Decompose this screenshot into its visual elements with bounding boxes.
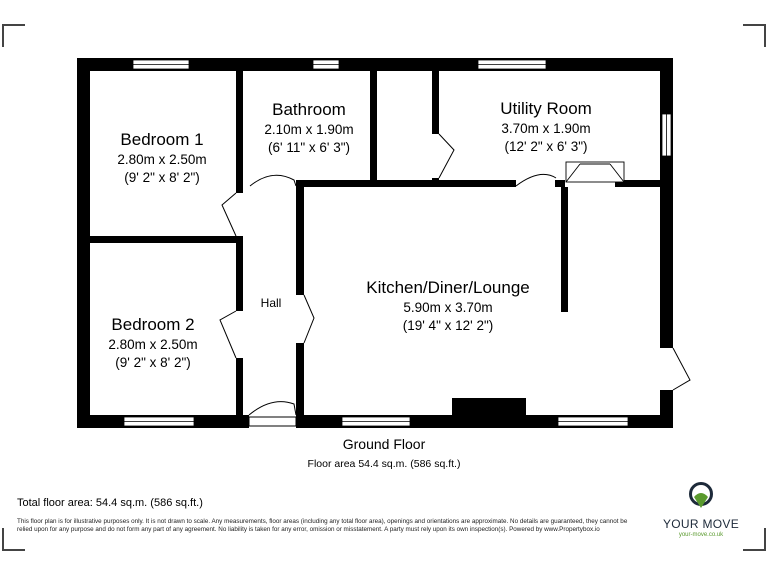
door-utility-room (438, 133, 455, 179)
bathroom-metric: 2.10m x 1.90m (264, 122, 353, 137)
window-kitchen-left (341, 416, 411, 427)
brand-logo: YOUR MOVE your-move.co.uk (655, 482, 747, 538)
floor-title: Ground Floor (342, 436, 426, 452)
door-bedroom2 (219, 310, 237, 359)
window-bathroom (312, 59, 340, 70)
brand-url: your-move.co.uk (678, 532, 724, 538)
door-bathroom (249, 174, 297, 187)
corner-marks (2, 24, 766, 551)
window-utility-top (477, 59, 547, 70)
kitchen-imperial: (19' 4" x 12' 2") (403, 318, 494, 333)
total-floor-area: Total floor area: 54.4 sq.m. (586 sq.ft.… (17, 497, 203, 509)
door-front (248, 401, 297, 416)
window-bedroom1 (132, 59, 190, 70)
bedroom2-name: Bedroom 2 (111, 315, 194, 334)
bathroom-imperial: (6' 11" x 6' 3") (268, 140, 350, 155)
window-utility-side (661, 113, 672, 157)
hall-name: Hall (261, 296, 282, 310)
utility-name: Utility Room (500, 99, 592, 118)
front-door-threshold (248, 416, 297, 427)
window-bedroom2 (123, 416, 195, 427)
bedroom1-name: Bedroom 1 (120, 130, 203, 149)
utility-cupboard (565, 161, 625, 183)
bedroom2-metric: 2.80m x 2.50m (108, 337, 197, 352)
window-kitchen-right (557, 416, 629, 427)
kitchen-name: Kitchen/Diner/Lounge (366, 278, 530, 297)
location-pin-icon (689, 482, 713, 508)
door-utility-kitchen (515, 173, 557, 187)
bedroom2-imperial: (9' 2" x 8' 2") (115, 355, 191, 370)
interior-walls (90, 71, 665, 415)
floor-area: Floor area 54.4 sq.m. (586 sq.ft.) (307, 458, 461, 470)
brand-name: YOUR MOVE (662, 517, 740, 531)
door-kitchen-hall (303, 294, 315, 344)
windows (123, 59, 672, 427)
kitchen-metric: 5.90m x 3.70m (403, 300, 492, 315)
bedroom1-metric: 2.80m x 2.50m (117, 152, 206, 167)
door-bedroom1 (221, 192, 237, 237)
utility-metric: 3.70m x 1.90m (501, 121, 590, 136)
utility-imperial: (12' 2" x 6' 3") (504, 139, 587, 154)
bathroom-name: Bathroom (272, 100, 346, 119)
disclaimer-text: This floor plan is for illustrative purp… (17, 518, 628, 533)
door-patio (672, 347, 691, 391)
doors (219, 133, 691, 427)
bedroom1-imperial: (9' 2" x 8' 2") (124, 170, 200, 185)
